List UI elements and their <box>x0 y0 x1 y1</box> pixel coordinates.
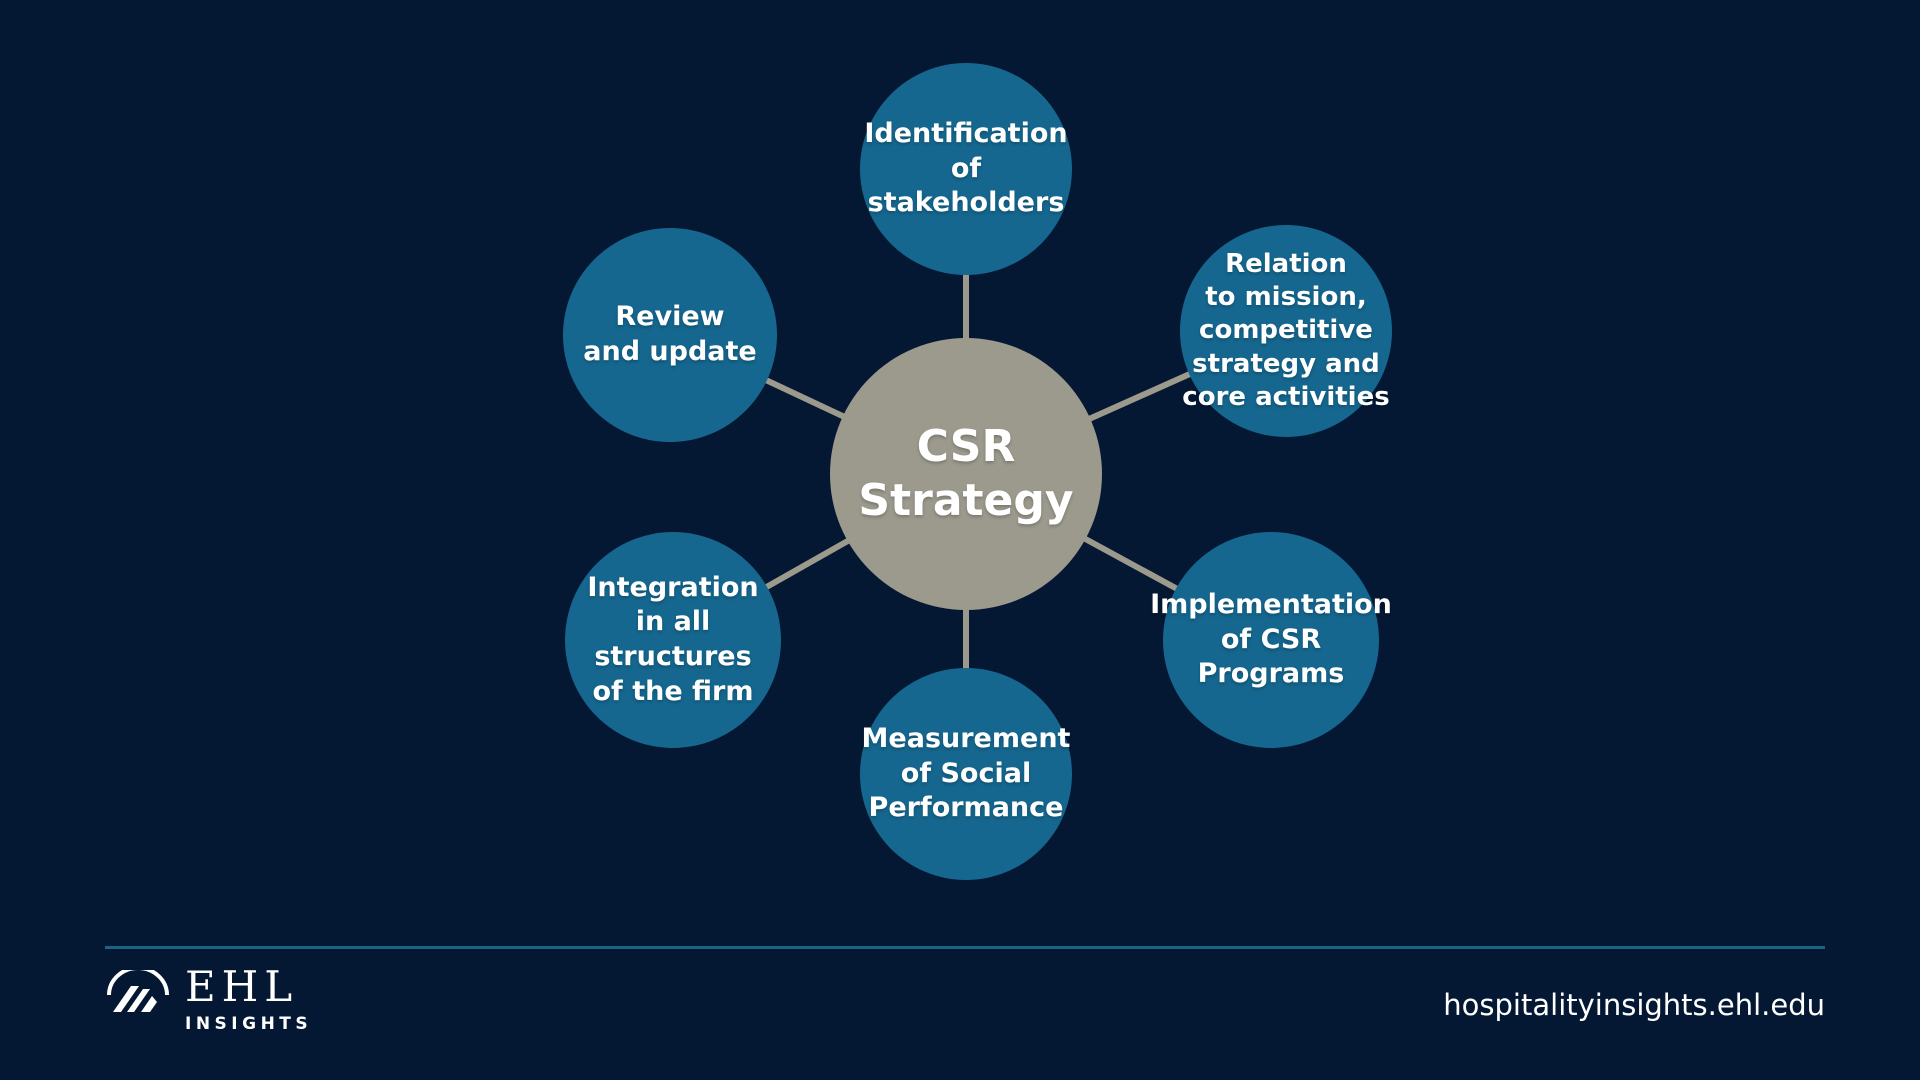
ehl-logo-icon <box>107 970 169 1012</box>
footer-url: hospitalityinsights.ehl.edu <box>1443 988 1825 1022</box>
node-implementation-of-csr-programs: Implementation of CSR Programs <box>1150 532 1392 748</box>
node-integration-in-all-structures: Integration in all structures of the fir… <box>565 532 781 748</box>
node-measurement-of-social-performance: Measurement of Social Performance <box>860 668 1072 880</box>
ehl-insights-text: INSIGHTS <box>185 1014 313 1034</box>
ehl-insights-logo: EHL INSIGHTS <box>105 966 312 1034</box>
ehl-brand-text: EHL <box>185 962 299 1011</box>
node-csr-strategy-center: CSR Strategy <box>830 338 1102 610</box>
node-identification-of-stakeholders: Identification of stakeholders <box>860 63 1072 275</box>
footer-divider-line <box>105 946 1825 949</box>
node-review-and-update: Review and update <box>563 228 777 442</box>
node-relation-to-mission: Relation to mission, competitive strateg… <box>1180 225 1392 437</box>
